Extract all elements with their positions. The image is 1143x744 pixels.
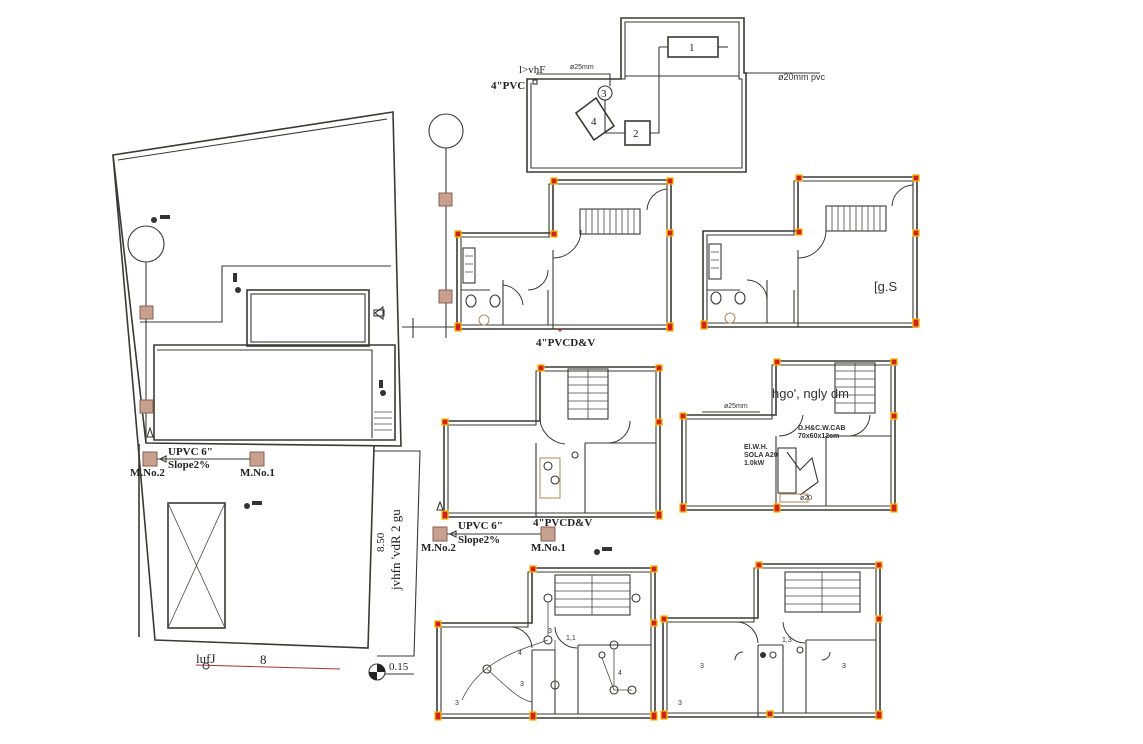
- pipe-25-label: ø25mm: [724, 403, 748, 410]
- manhole-1-label: M.No.1: [531, 542, 566, 554]
- box-4-label: 4: [591, 116, 597, 128]
- mark-3c: 3: [455, 700, 459, 707]
- mark-3f: 3: [678, 700, 682, 707]
- arrow-icon: [374, 305, 384, 321]
- cabinet-label: D.H&C.W.CAB: [798, 425, 845, 432]
- mark-3b: 3: [520, 681, 524, 688]
- manhole-icon: [438, 192, 453, 207]
- circle-3-label: 3: [601, 88, 607, 100]
- manhole-1-label: M.No.1: [240, 467, 275, 479]
- north-value: 0.15: [389, 661, 409, 673]
- manhole-2-icon: [432, 526, 448, 542]
- mark-11: 1,1: [566, 635, 576, 642]
- plumbing-plan-1: 4"PVCD&V: [454, 177, 674, 349]
- road-label: jvhfn 'vdR 2 gu: [388, 509, 403, 591]
- box-2-label: 2: [633, 128, 639, 140]
- heater-label: El.W.H.: [744, 444, 768, 451]
- pipe-label: UPVC 6": [458, 520, 503, 532]
- slope-label: Slope2%: [458, 534, 500, 546]
- bottom-label: lufJ: [196, 651, 216, 666]
- manhole-icon: [438, 289, 453, 304]
- scale-text: 8: [260, 652, 267, 667]
- cabinet-size-label: 70x60x12cm: [798, 433, 839, 440]
- mark-13: 1,3: [782, 637, 792, 644]
- tree-circle: [127, 225, 165, 263]
- mark-3d: 3: [700, 663, 704, 670]
- slope-label: Slope2%: [168, 459, 210, 471]
- tank-plan: 1 2 3 4 ø25mm ø20mm pvc 4"PVC l>vhF: [491, 17, 826, 173]
- pipe-label: UPVC 6": [168, 446, 213, 458]
- box-1-label: 1: [689, 42, 695, 54]
- manhole-1-icon: [540, 526, 556, 542]
- manhole-1-icon: [249, 451, 265, 467]
- inlet-label: l>vhF: [519, 64, 545, 76]
- pipe-20-label: ø20: [800, 495, 812, 502]
- mark-3: 3: [548, 628, 552, 635]
- manhole-icon: [139, 399, 154, 414]
- light-icon: [151, 217, 157, 223]
- mark-4: 4: [518, 650, 522, 657]
- pvc-label: 4"PVC: [491, 80, 525, 92]
- mark-3e: 3: [842, 663, 846, 670]
- manhole-2-label: M.No.2: [421, 542, 456, 554]
- road-width: 8.50: [375, 532, 387, 552]
- electrical-plan-right: 1,3 3 3 3: [660, 561, 883, 720]
- mark-4b: 4: [618, 670, 622, 677]
- manhole-2-icon: [142, 451, 158, 467]
- vent-pipe: [402, 113, 464, 338]
- drain-label: 4"PVCD&V: [536, 337, 595, 349]
- site-plan: UPVC 6" Slope2% M.No.2 M.No.1 jvhfn 'vdR…: [112, 111, 421, 681]
- pvc-label: 4"PVCD&V: [533, 517, 592, 529]
- drain-plan-2: UPVC 6" 4"PVCD&V Slope2% M.No.2 M.No.1: [421, 364, 663, 555]
- pipe-25-label: ø25mm: [570, 64, 594, 71]
- solar-label: SOLA A20: [744, 452, 778, 459]
- power-label: 1.0kW: [744, 460, 765, 467]
- water-plan-title: hgo', ngly dm: [772, 386, 849, 401]
- electrical-plan-left: 3 4 1,1 4 3 3: [434, 565, 658, 721]
- manhole-icon: [139, 305, 154, 320]
- manhole-2-label: M.No.2: [130, 467, 165, 479]
- water-plan: hgo', ngly dm ø25mm D.H&C.W.CAB 70x60x12…: [679, 358, 898, 513]
- side-label: [g.S: [874, 279, 897, 294]
- plumbing-plan-1b: [g.S: [700, 174, 920, 330]
- pipe-20-label: ø20mm pvc: [778, 72, 826, 82]
